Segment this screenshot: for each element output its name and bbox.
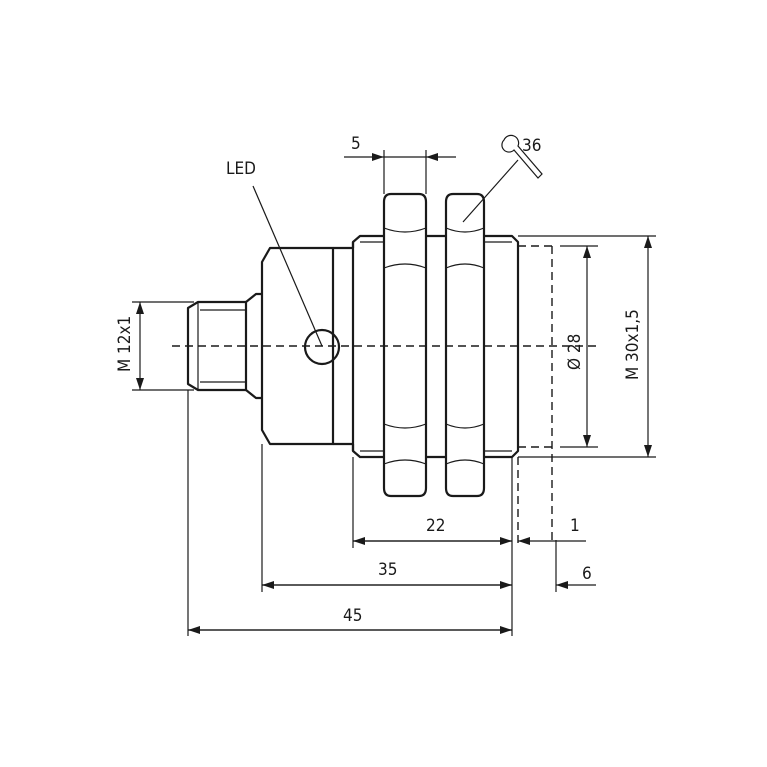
dim-22: 22 [353, 516, 512, 545]
led-indicator [303, 328, 341, 366]
dim-35: 35 [262, 560, 512, 589]
dim-m12: M 12x1 [115, 301, 194, 391]
m30-label: M 30x1,5 [623, 309, 643, 380]
wrench-callout: 36 [462, 134, 543, 223]
dim-45: 45 [188, 606, 512, 634]
wrench-icon [501, 134, 543, 179]
dim-6-label: 6 [582, 564, 592, 584]
hex-nut-1 [382, 192, 428, 498]
sensing-face [517, 245, 556, 545]
dim-m30: M 30x1,5 [518, 235, 656, 458]
dim-1-label: 1 [570, 516, 580, 536]
dim-35-label: 35 [378, 560, 397, 580]
hex-nut-2 [444, 192, 486, 498]
led-callout: LED [226, 159, 323, 347]
wrench-size-label: 36 [522, 136, 541, 156]
dim-6: 6 [556, 564, 596, 589]
sensor-body [172, 192, 596, 545]
led-label: LED [226, 159, 256, 179]
dim-45-label: 45 [343, 606, 362, 626]
dim-dia28: Ø 28 [560, 245, 598, 448]
dim-nut-width: 5 [344, 134, 456, 194]
dim-1: 1 [518, 516, 586, 545]
dim-extension-lines [187, 390, 557, 636]
dim-22-label: 22 [426, 516, 445, 536]
m12-label: M 12x1 [115, 316, 135, 372]
m12-connector [186, 292, 262, 400]
dim-5-label: 5 [351, 134, 361, 154]
dia28-label: Ø 28 [565, 334, 585, 370]
